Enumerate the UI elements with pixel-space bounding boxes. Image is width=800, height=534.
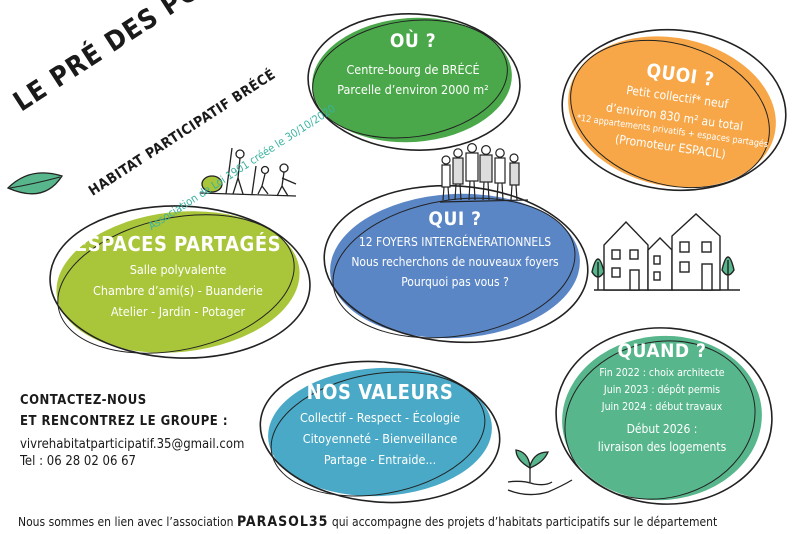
- quand-line-4: Début 2026 :: [626, 422, 698, 436]
- qui-line-2: Nous recherchons de nouveaux foyers: [351, 255, 559, 269]
- espaces-heading: ESPACES PARTAGÉS: [74, 232, 282, 256]
- espaces-line-2: Chambre d’ami(s) - Buanderie: [93, 283, 263, 298]
- valeurs-line-1: Collectif - Respect - Écologie: [299, 410, 461, 425]
- ou-line-1: Centre-bourg de BRÉCÉ: [346, 62, 480, 77]
- valeurs-section: NOS VALEURS Collectif - Respect - Écolog…: [270, 380, 490, 470]
- ou-line-2: Parcelle d’environ 2000 m²: [337, 82, 489, 97]
- contact-heading-2: ET RENCONTREZ LE GROUPE :: [20, 414, 229, 429]
- espaces-line-1: Salle polyvalente: [129, 262, 227, 277]
- quand-blob: [555, 327, 773, 505]
- footer-text-before: Nous sommes en lien avec l’association: [18, 515, 234, 529]
- ou-blob: [307, 13, 521, 151]
- ou-section: OÙ ? Centre-bourg de BRÉCÉ Parcelle d’en…: [318, 30, 508, 100]
- espaces-line-3: Atelier - Jardin - Potager: [110, 304, 246, 319]
- qui-line-1: 12 FOYERS INTERGÉNÉRATIONNELS: [358, 235, 552, 249]
- qui-heading: QUI ?: [428, 208, 482, 230]
- ou-heading: OÙ ?: [389, 30, 437, 52]
- valeurs-line-3: Partage - Entraide...: [323, 452, 437, 467]
- qui-line-3: Pourquoi pas vous ?: [401, 275, 509, 289]
- valeurs-line-2: Citoyenneté - Bienveillance: [302, 431, 458, 446]
- qui-section: QUI ? 12 FOYERS INTERGÉNÉRATIONNELS Nous…: [330, 208, 580, 292]
- hand-sprout-icon: [507, 449, 573, 496]
- quand-line-2: Juin 2023 : dépôt permis: [603, 384, 721, 396]
- contact-section: CONTACTEZ-NOUS ET RENCONTREZ LE GROUPE :…: [20, 390, 244, 469]
- contact-email-link[interactable]: vivrehabitatparticipatif.35@gmail.com: [20, 437, 245, 452]
- quand-heading: QUAND ?: [617, 340, 707, 362]
- quand-line-3: Juin 2024 : début travaux: [601, 401, 723, 413]
- quand-line-1: Fin 2022 : choix architecte: [599, 367, 725, 379]
- group-of-people-icon: [439, 143, 529, 203]
- valeurs-blob: [259, 360, 501, 504]
- quoi-blob: [561, 28, 787, 192]
- quand-line-5: livraison des logements: [597, 440, 727, 454]
- footer-note: Nous sommes en lien avec l’association P…: [18, 514, 717, 530]
- espaces-blob: [49, 205, 311, 359]
- leaf-icon: [6, 172, 64, 195]
- contact-heading-1: CONTACTEZ-NOUS: [20, 393, 147, 408]
- contact-phone: Tel : 06 28 02 06 67: [20, 454, 136, 469]
- qui-blob: [323, 184, 589, 344]
- footer-text-after: qui accompagne des projets d’habitats pa…: [331, 515, 718, 529]
- houses-icon: [591, 213, 740, 291]
- quand-section: QUAND ? Fin 2022 : choix architecte Juin…: [572, 340, 752, 456]
- footer-partner-name: PARASOL35: [236, 514, 329, 530]
- valeurs-heading: NOS VALEURS: [306, 380, 454, 404]
- gardeners-icon: [199, 147, 297, 197]
- espaces-section: ESPACES PARTAGÉS Salle polyvalente Chamb…: [56, 232, 300, 322]
